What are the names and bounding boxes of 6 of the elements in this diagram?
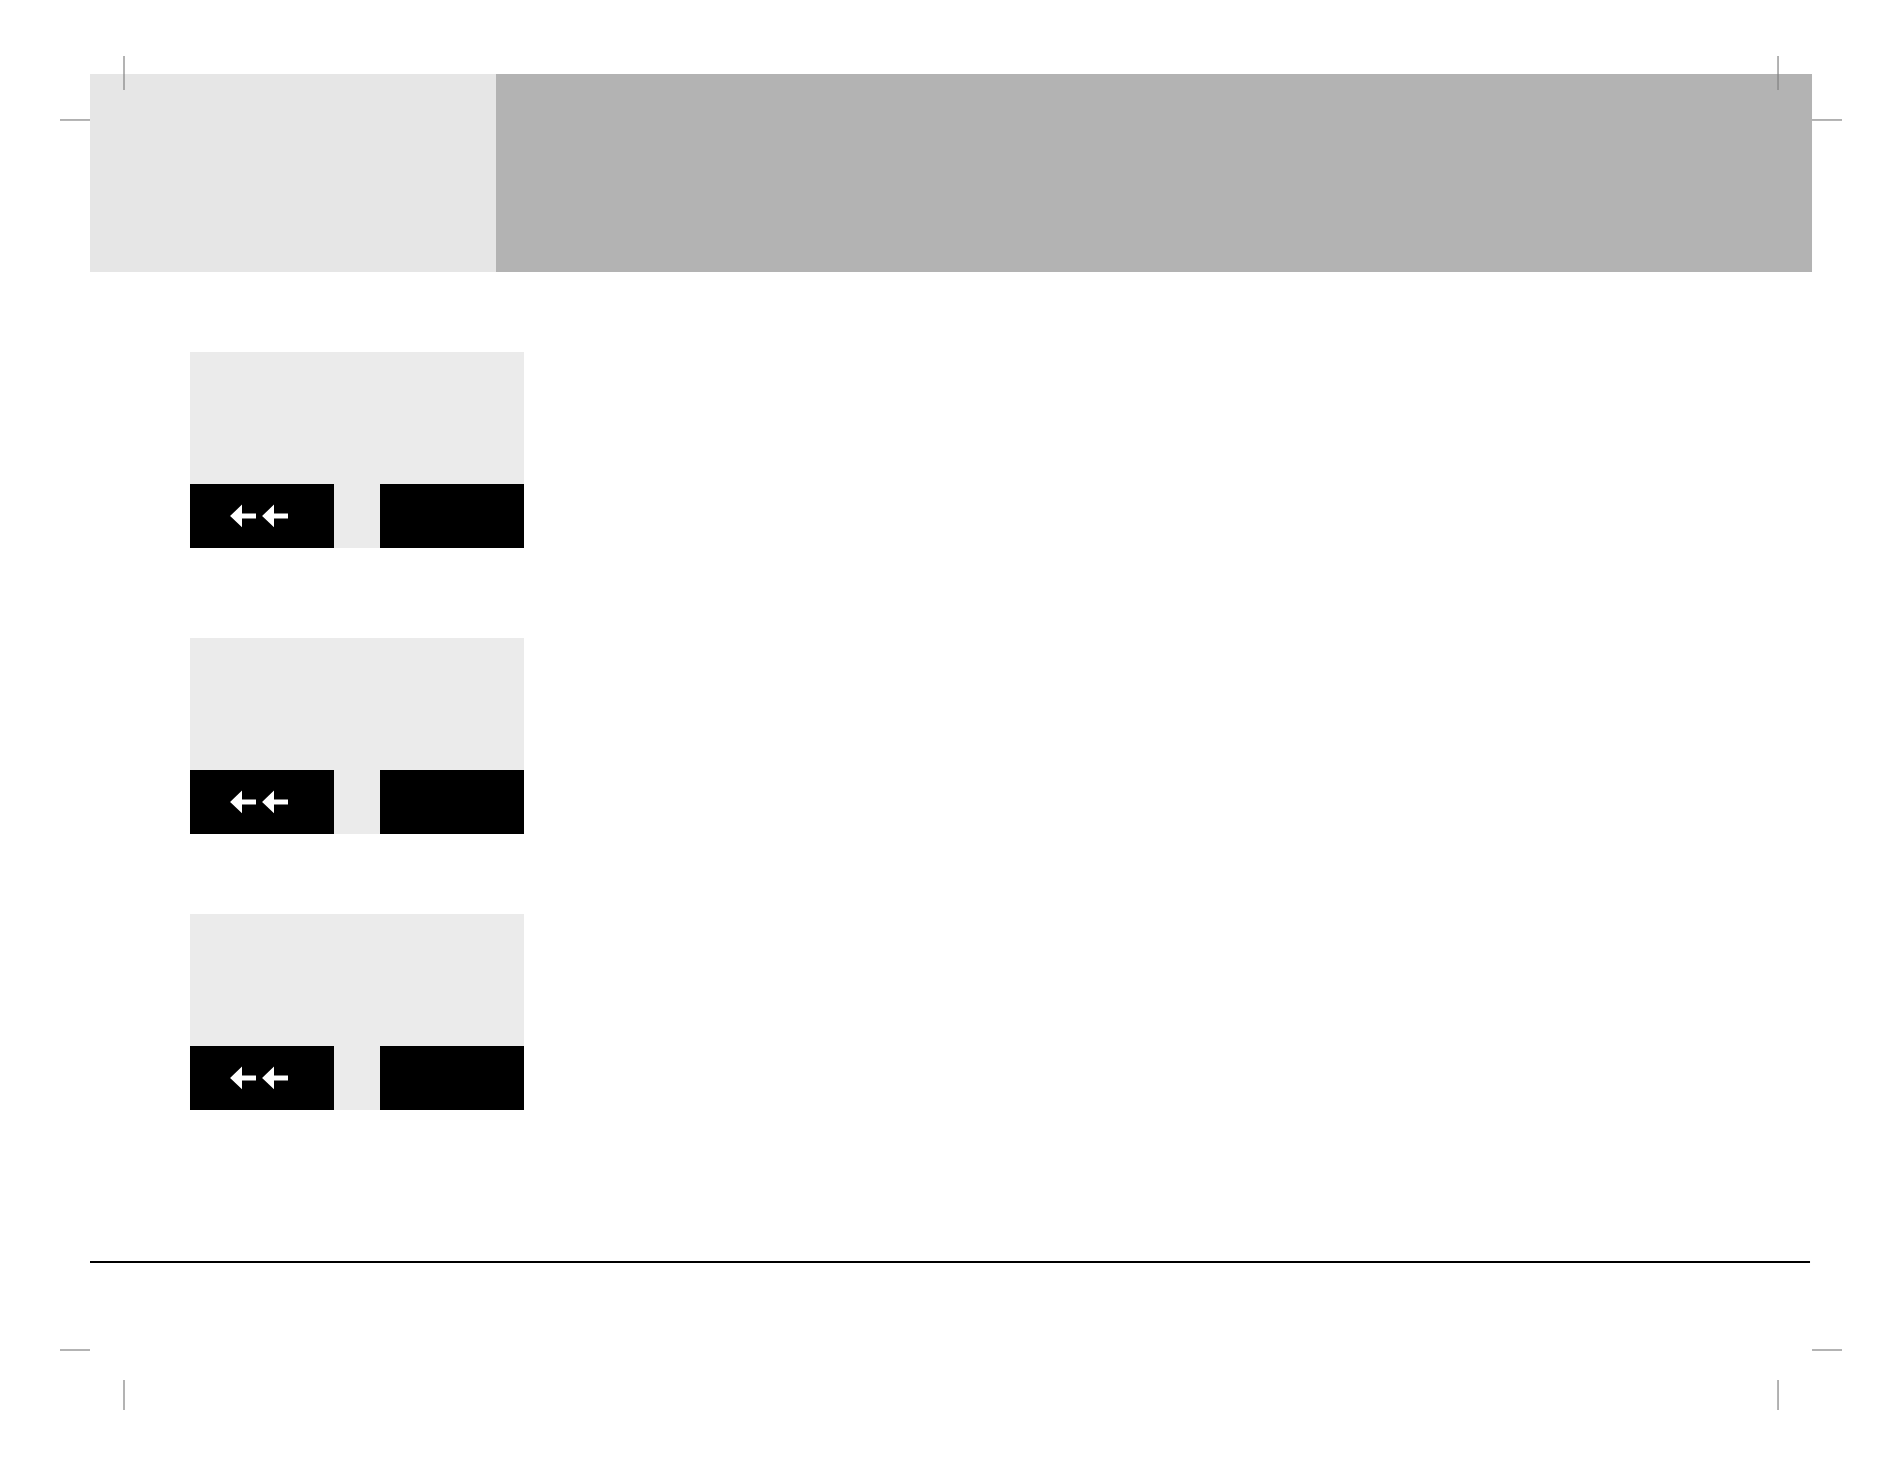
key-button [190,1046,334,1110]
key-button [190,484,334,548]
key-button [380,1046,524,1110]
key-button [380,770,524,834]
key-button [190,770,334,834]
key-button [380,484,524,548]
